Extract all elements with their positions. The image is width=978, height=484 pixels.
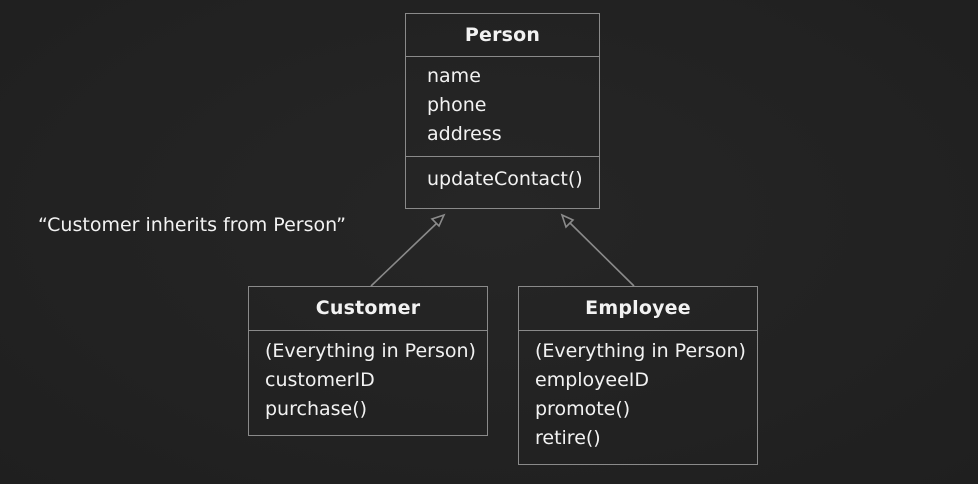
class-employee: Employee (Everything in Person) employee… xyxy=(518,286,758,465)
member-inherited-person: (Everything in Person) xyxy=(265,340,476,362)
member-inherited-person: (Everything in Person) xyxy=(535,340,746,362)
class-name-employee: Employee xyxy=(519,287,757,331)
class-methods-person: updateContact() xyxy=(406,157,599,194)
method-update-contact: updateContact() xyxy=(427,168,583,190)
inheritance-line-employee-person xyxy=(568,221,635,287)
method-retire: retire() xyxy=(535,427,601,449)
inheritance-arrowhead-customer-person xyxy=(430,213,446,228)
inheritance-caption: “Customer inherits from Person” xyxy=(38,214,346,236)
attribute-address: address xyxy=(427,123,502,145)
class-attributes-person: name phone address xyxy=(406,57,599,157)
inheritance-arrowhead-employee-person xyxy=(560,213,575,229)
class-person: Person name phone address updateContact(… xyxy=(405,13,600,209)
attribute-name: name xyxy=(427,65,481,87)
class-members-customer: (Everything in Person) customerID purcha… xyxy=(249,331,487,424)
member-employee-id: employeeID xyxy=(535,369,650,391)
inheritance-line-customer-person xyxy=(370,221,439,287)
attribute-phone: phone xyxy=(427,94,487,116)
method-purchase: purchase() xyxy=(265,398,368,420)
class-name-customer: Customer xyxy=(249,287,487,331)
class-name-person: Person xyxy=(406,14,599,57)
member-customer-id: customerID xyxy=(265,369,375,391)
class-customer: Customer (Everything in Person) customer… xyxy=(248,286,488,436)
method-promote: promote() xyxy=(535,398,631,420)
class-members-employee: (Everything in Person) employeeID promot… xyxy=(519,331,757,453)
